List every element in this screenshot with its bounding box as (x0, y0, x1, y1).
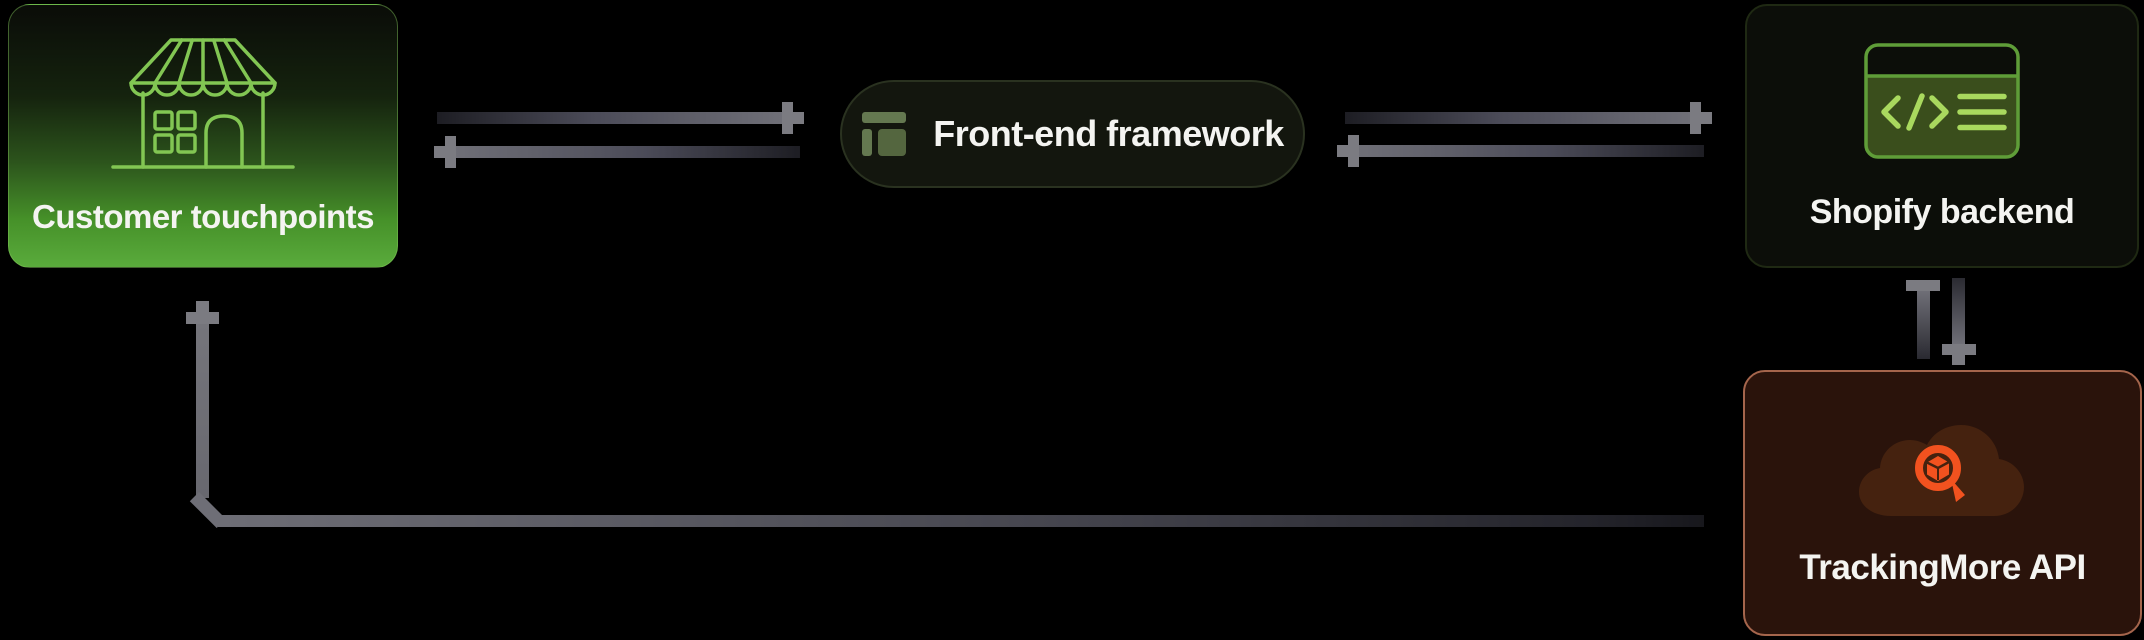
arrowhead-tip (196, 301, 209, 312)
tracking-magnifier-cloud-icon (1851, 418, 2035, 518)
arrowhead-left (445, 136, 456, 168)
trackingmore-api-label: TrackingMore API (1799, 548, 2086, 587)
arrowhead-tip (1337, 145, 1348, 157)
arrow-stem (437, 112, 782, 124)
node-trackingmore-api: TrackingMore API (1743, 370, 2142, 636)
arrow-stem (1345, 112, 1690, 124)
arrowhead-tip (1701, 112, 1712, 124)
arrowhead-tip (434, 146, 445, 158)
node-customer-touchpoints: Customer touchpoints (8, 4, 398, 268)
code-browser-icon (1864, 42, 2020, 159)
node-frontend-framework: Front-end framework (840, 80, 1305, 188)
arrowhead-tip (793, 112, 804, 124)
trackingmore-logo-icon (1914, 445, 1965, 502)
arrowhead-up (186, 312, 219, 324)
arrow-stem (1952, 278, 1965, 344)
arrowhead-tip (1952, 355, 1965, 365)
storefront-icon (111, 38, 295, 169)
arrow-stem-horizontal (218, 515, 1704, 527)
arrowhead-right (1690, 102, 1701, 134)
arrow-stem-vertical (196, 324, 209, 498)
arrow-stem (1917, 291, 1930, 359)
arrowhead-right (782, 102, 793, 134)
arrowhead-up (1906, 280, 1940, 291)
arrow-stem (456, 146, 800, 158)
arrow-stem (1359, 145, 1704, 157)
arrowhead-left (1348, 135, 1359, 167)
customer-touchpoints-label: Customer touchpoints (32, 198, 375, 235)
layout-template-icon (862, 112, 907, 156)
arrowhead-down (1942, 344, 1976, 355)
shopify-backend-label: Shopify backend (1809, 192, 2075, 231)
frontend-framework-label: Front-end framework (933, 113, 1284, 154)
node-shopify-backend: Shopify backend (1745, 4, 2139, 268)
